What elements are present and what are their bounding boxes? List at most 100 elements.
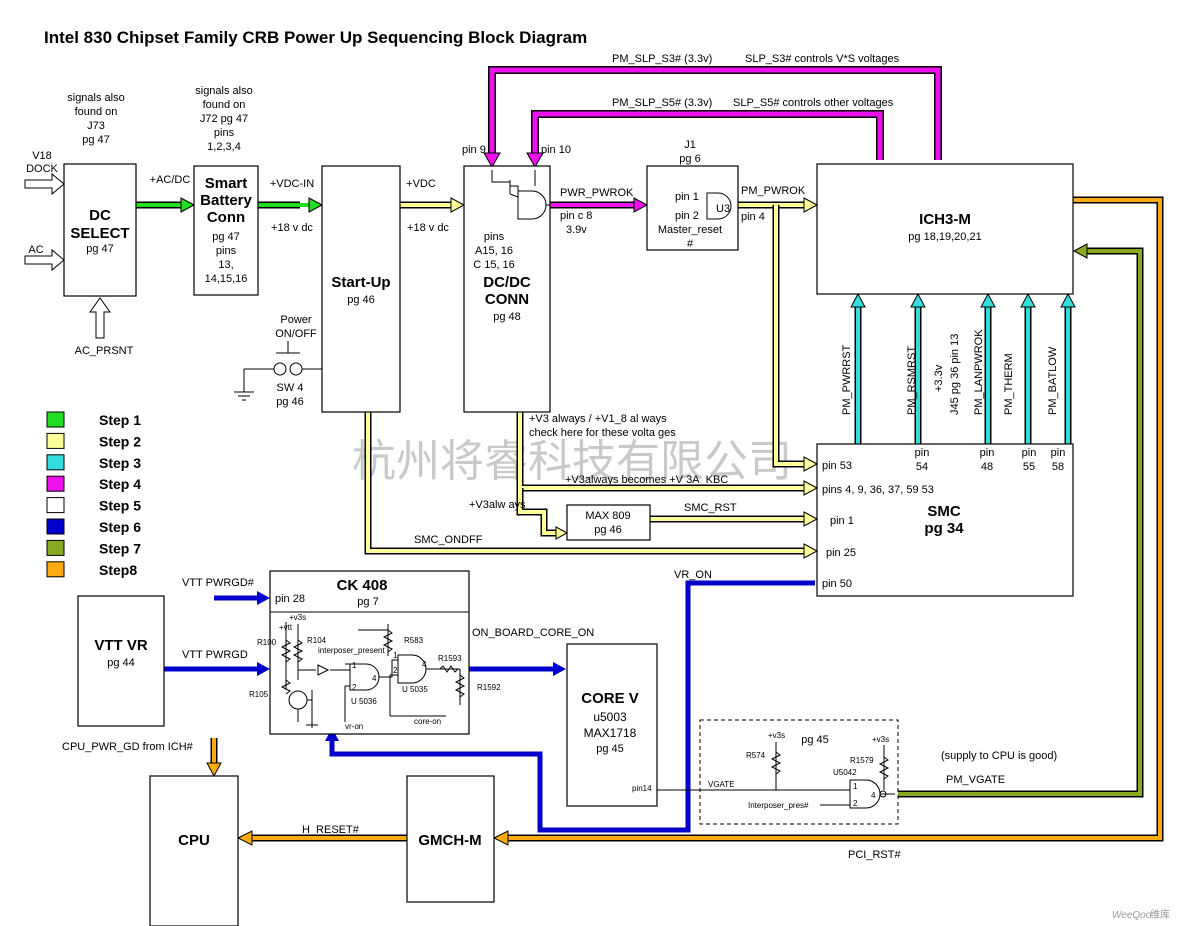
cpu-title: CPU — [178, 832, 210, 849]
smart-battery-title-1: Smart — [205, 175, 248, 192]
dc-select-title-2: SELECT — [70, 225, 129, 242]
step3-arrow-1 — [850, 292, 866, 308]
label-pm-slp-s5: PM_SLP_S5# (3.3v) — [612, 97, 712, 109]
ck408-interposer: interposer_present — [318, 646, 385, 655]
smc-pin53: pin 53 — [822, 460, 852, 472]
max809-page: pg 46 — [594, 524, 622, 536]
startup-block: Start-Up pg 46 — [321, 165, 401, 413]
legend-label-3: Step 3 — [99, 455, 141, 471]
label-slp-s3-note: SLP_S3# controls V*S voltages — [745, 53, 900, 65]
label-pwr-pwrok: PWR_PWROK — [560, 187, 634, 199]
vtt-vr-page: pg 44 — [107, 657, 135, 669]
vgate-v3s-1: +v3s — [768, 731, 785, 740]
footer-cn: 维库 — [1150, 908, 1170, 921]
label-pm-pwrrst: PM_PWRRST — [841, 344, 853, 415]
label-vtt-pwrgd-hash: VTT PWRGD# — [182, 577, 255, 589]
label-ac-prsnt: AC_PRSNT — [75, 345, 134, 357]
j1-pin2: pin 2 — [675, 210, 699, 222]
smart-battery-info-3: 13, — [218, 259, 233, 271]
j1-block: J1 pg 6 pin 1 pin 2 U3 Master_reset # — [646, 139, 739, 251]
step3-arrow-4 — [1020, 292, 1036, 308]
label-pin4: pin 4 — [741, 211, 765, 223]
label-supply: (supply to CPU is good) — [941, 750, 1057, 762]
legend-label-8: Step8 — [99, 562, 137, 578]
gmch-title: GMCH-M — [418, 832, 481, 849]
legend-swatch-7 — [46, 539, 65, 556]
dc-select-block: DC SELECT pg 47 — [63, 163, 137, 297]
label-check: check here for these volta ges — [529, 427, 676, 439]
j1-u3: U3 — [716, 203, 730, 215]
label-pm-slp-s3: PM_SLP_S3# (3.3v) — [612, 53, 712, 65]
dc-select-note-4: pg 47 — [82, 134, 110, 146]
startup-title: Start-Up — [331, 274, 390, 291]
dcdc-page: pg 48 — [493, 311, 521, 323]
smart-battery-note-1: signals also — [195, 85, 252, 97]
max809-title: MAX 809 — [585, 510, 630, 522]
label-vdcin: +VDC-IN — [270, 178, 314, 190]
signal-paths — [136, 66, 1164, 846]
ich3m-pages: pg 18,19,20,21 — [908, 231, 981, 243]
core-v-pin14: pin14 — [632, 784, 652, 793]
label-on-board-core-on: ON_BOARD_CORE_ON — [472, 627, 594, 639]
vgate-r1579: R1579 — [850, 756, 874, 765]
ck408-vtt: +vtt — [279, 623, 293, 632]
label-j45: J45 pg 36 pin 13 — [949, 334, 961, 415]
label-smc-rst: SMC_RST — [684, 502, 737, 514]
legend-swatch-8 — [46, 561, 65, 578]
smart-battery-note-4: pins — [214, 127, 235, 139]
label-pm-pwrok: PM_PWROK — [741, 185, 806, 197]
smart-battery-title-3: Conn — [207, 209, 245, 226]
label-ac: AC — [28, 244, 43, 256]
switch-label-1: Power — [280, 314, 312, 326]
ck408-u5036: U 5036 — [351, 697, 377, 706]
label-v3-always: +V3 always / +V1_8 al ways — [529, 413, 667, 425]
legend-swatch-4 — [46, 475, 65, 492]
smc-top-num-c: 55 — [1023, 461, 1035, 473]
label-vtt-pwrgd: VTT PWRGD — [182, 649, 248, 661]
legend-swatch-6 — [46, 518, 65, 535]
step3-arrow-3 — [980, 292, 996, 308]
smc-pin50: pin 50 — [822, 578, 852, 590]
step3-arrow-2 — [910, 292, 926, 308]
vgate-r574: R574 — [746, 751, 766, 760]
j1-reset-hash: # — [687, 238, 694, 250]
label-cpu-pwr-gd: CPU_PWR_GD from ICH# — [62, 741, 194, 753]
ck408-r583: R583 — [404, 636, 424, 645]
legend-label-6: Step 6 — [99, 519, 141, 535]
smart-battery-info-2: pins — [216, 245, 237, 257]
dc-select-note-1: signals also — [67, 92, 124, 104]
vgate-gate-pin1: 1 — [853, 782, 858, 791]
ck408-block: CK 408 pg 7 pin 28 — [249, 570, 501, 735]
ck408-r1592: R1592 — [477, 683, 501, 692]
label-3v3: +3.3v — [933, 364, 945, 392]
label-dock: DOCK — [26, 163, 58, 175]
ck408-gate2-pin2: 2 — [393, 666, 398, 675]
ck408-gate1-pin4: 4 — [372, 674, 377, 683]
label-h-reset: H_RESET# — [302, 824, 360, 836]
label-vr-on: VR_ON — [674, 569, 712, 581]
label-3v9: 3.9v — [566, 224, 587, 236]
input-arrows — [24, 172, 111, 339]
label-pm-batlow: PM_BATLOW — [1047, 346, 1059, 415]
j1-reset: Master_reset — [658, 224, 722, 236]
ck408-r105: R105 — [249, 690, 269, 699]
label-pm-vgate: PM_VGATE — [946, 774, 1005, 786]
smc-top-num-d: 58 — [1052, 461, 1064, 473]
ck408-v3s: +v3s — [289, 613, 306, 622]
core-v-title: CORE V — [581, 690, 639, 707]
vgate-block: pg 45 +v3s +v3s R574 R1579 U5042 Interpo… — [657, 719, 899, 825]
smc-top-num-b: 48 — [981, 461, 993, 473]
ck408-title: CK 408 — [337, 577, 388, 594]
signal-labels: V18 DOCK AC AC_PRSNT +AC/DC +VDC-IN +18 … — [26, 53, 1057, 861]
label-18vdc-a: +18 v dc — [271, 222, 313, 234]
smc-top-pin-c: pin — [1022, 447, 1037, 459]
startup-page: pg 46 — [347, 294, 375, 306]
dcdc-title-1: DC/DC — [483, 274, 531, 291]
label-smc-ondff: SMC_ONDFF — [414, 534, 483, 546]
label-pinc8: pin c 8 — [560, 210, 592, 222]
j1-pin1: pin 1 — [675, 191, 699, 203]
j1-title: J1 — [684, 139, 696, 151]
core-v-page: pg 45 — [596, 743, 624, 755]
